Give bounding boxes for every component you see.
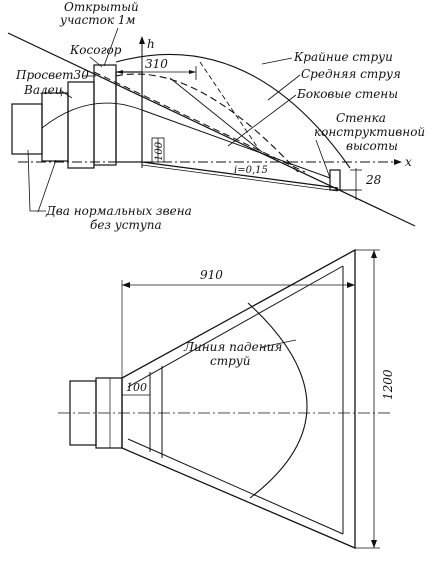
two-links-label-1: Два нормальных звена [45,204,192,218]
x-axis-label: x [405,155,412,169]
valets-label: Валец [23,83,63,97]
inner-curve [41,102,143,129]
fall-line-curve [247,302,308,499]
side-walls-line [141,109,331,179]
middle-jet-label: Средняя струя [301,67,401,81]
open-section-leader [103,27,119,67]
dashed-diagonal [93,71,306,173]
open-section-block [93,64,117,166]
dim-910-label: 910 [200,268,223,282]
plan-outline-outer [121,248,356,549]
fall-line-label-1: Линия падения [183,340,282,354]
dim-100-box [151,137,165,163]
dim-1200-arrow-top [371,250,377,258]
chute-bottom-inner [141,164,339,192]
dim-1200-label: 1200 [381,369,395,400]
wall-leader [315,139,331,179]
pipe-link-1 [11,103,43,155]
wall-label-2: конструктивной [314,125,425,139]
side-walls-leader [227,94,297,147]
chute-bottom [141,161,339,189]
terrain-line [7,32,416,227]
outer-jets-leader [261,57,293,65]
jet-line-b [199,61,259,149]
dim-310-label: 310 [145,57,168,71]
x-axis-arrow [394,159,402,165]
pipe-link-2 [41,92,69,162]
outer-jets-label: Крайние струи [293,50,393,64]
plan-top-wall-inner [127,265,344,388]
valets-leader [59,89,73,99]
wall-label-1: Стенка [336,111,386,125]
kosogor-leader [89,56,103,68]
dim-910-arrow-left [122,282,130,288]
jet-line-a [169,77,263,153]
dim-1200-arrow-bottom [371,540,377,548]
dim-910-arrow-right [347,282,355,288]
plan-dim-100-label: 100 [126,381,147,394]
two-links-leader [27,149,57,213]
prosvet-label: Просвет30 [15,68,89,82]
kosogor-label: Косогор [69,43,122,57]
fall-line-leader [261,339,297,348]
dim-100-label: 100 [154,141,165,161]
h-axis-label: h [147,37,155,51]
h-axis-arrow [139,36,145,44]
side-walls-label: Боковые стены [296,87,398,101]
open-section-label-2: участок 1м [59,13,136,27]
profile-view: h x 310 100 i=0,15 [7,0,425,232]
wall-label-3: высоты [346,139,398,153]
dim-28-label: 28 [365,173,382,187]
dim-310-arrow-right [189,70,196,74]
end-wall [329,169,341,191]
valets-block [67,81,95,169]
slope-label: i=0,15 [234,165,268,176]
plan-view: 910 1200 100 Линия падения струй [58,248,395,549]
middle-jet-leader [267,74,301,101]
dim-310-arrow-left [116,70,123,74]
middle-jet-curve [115,73,299,173]
outer-jets-curve [115,53,351,169]
plan-bottom-wall-inner [127,438,344,535]
two-links-label-2: без уступа [90,218,162,232]
fall-line-label-2: струй [210,354,250,368]
open-section-label-1: Открытый [64,0,139,14]
